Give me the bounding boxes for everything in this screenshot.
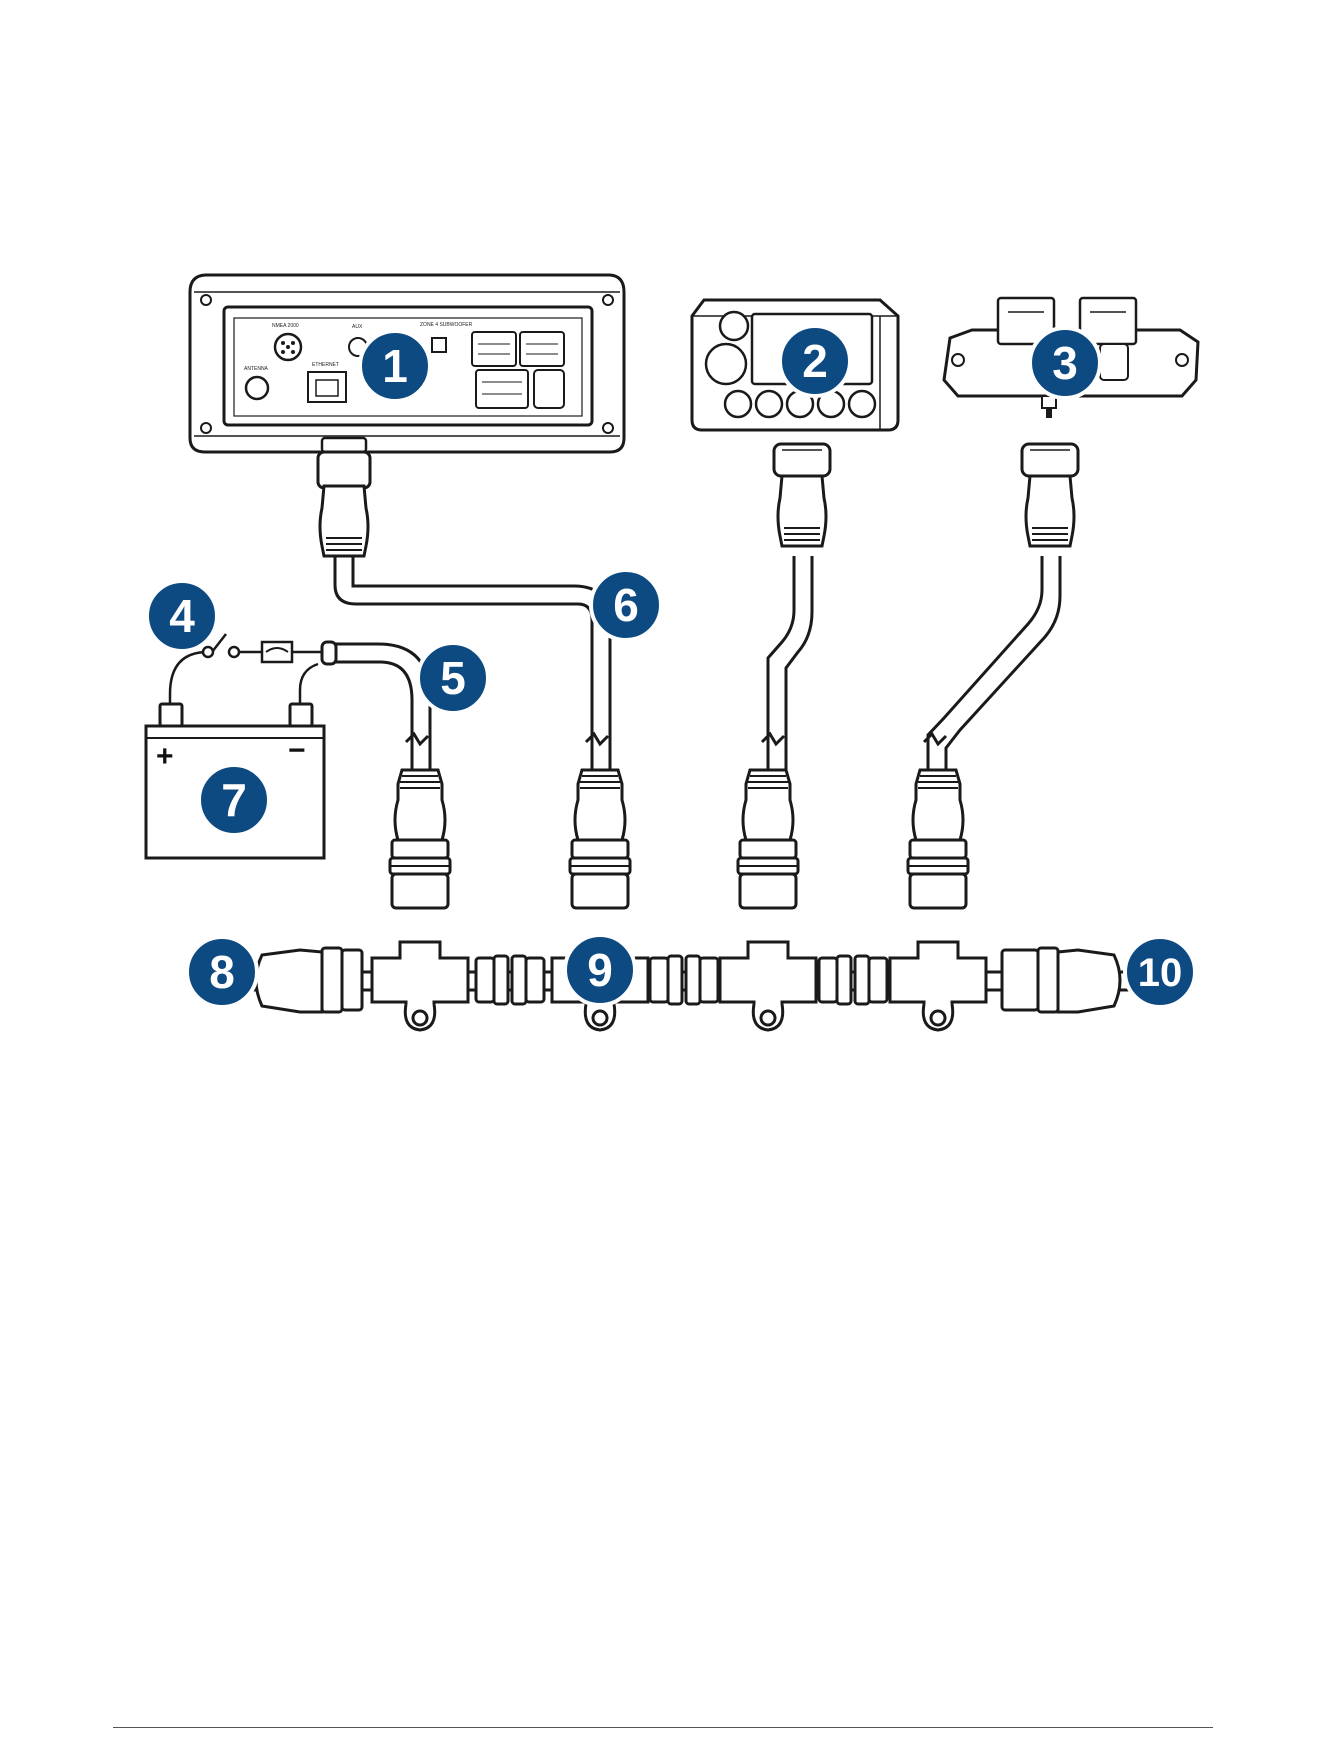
port-label-ethernet: ETHERNET [312, 362, 339, 368]
switch-contact [229, 647, 239, 657]
tee-connector-remote [720, 942, 816, 1030]
device-cable-boot [1026, 476, 1074, 546]
svg-text:2: 2 [802, 335, 828, 387]
callout-5: 5 [418, 643, 488, 713]
switch-contact [203, 647, 213, 657]
callout-8: 8 [187, 937, 257, 1007]
backbone-coupler [650, 956, 718, 1004]
svg-text:9: 9 [587, 944, 613, 996]
callout-1: 1 [360, 331, 430, 401]
power-cable-end [322, 642, 336, 664]
backbone-coupler [819, 956, 887, 1004]
callout-7: 7 [199, 765, 269, 835]
inline-fuse [262, 642, 292, 662]
remote-cable-boot [778, 476, 826, 546]
callout-10: 10 [1125, 937, 1195, 1007]
callout-4: 4 [147, 581, 217, 651]
backbone-coupler [476, 956, 544, 1004]
head-unit-cable-boot [320, 486, 368, 556]
tee-connector-device [890, 942, 986, 1030]
svg-text:10: 10 [1138, 951, 1183, 995]
port-label-zone: ZONE 4 SUBWOOFER [420, 322, 473, 328]
svg-text:8: 8 [209, 946, 235, 998]
cable-break-marks [406, 734, 946, 744]
svg-text:3: 3 [1052, 337, 1078, 389]
svg-text:4: 4 [169, 590, 195, 642]
callout-6: 6 [591, 570, 661, 640]
svg-text:6: 6 [613, 579, 639, 631]
svg-text:1: 1 [382, 340, 408, 392]
terminator-left [256, 950, 322, 1012]
battery-positive-symbol: + [156, 740, 174, 773]
port-label-nmea: NMEA 2000 [272, 323, 299, 329]
drop-connector-remote [738, 770, 798, 908]
callout-9: 9 [565, 935, 635, 1005]
port-label-aux: AUX [352, 324, 363, 330]
svg-text:7: 7 [221, 774, 247, 826]
svg-text:5: 5 [440, 652, 466, 704]
tee-connector-power [372, 942, 468, 1030]
battery-negative-symbol: − [288, 734, 306, 767]
drop-connector-device [908, 770, 968, 908]
footer-rule [113, 1727, 1213, 1728]
drop-connector-power [390, 770, 450, 908]
port-label-antenna: ANTENNA [244, 366, 269, 372]
nmea-backbone [250, 942, 1130, 1030]
callout-2: 2 [780, 326, 850, 396]
callout-3: 3 [1030, 328, 1100, 398]
terminator-right [1058, 950, 1120, 1012]
drop-connector-head-unit [570, 770, 630, 908]
